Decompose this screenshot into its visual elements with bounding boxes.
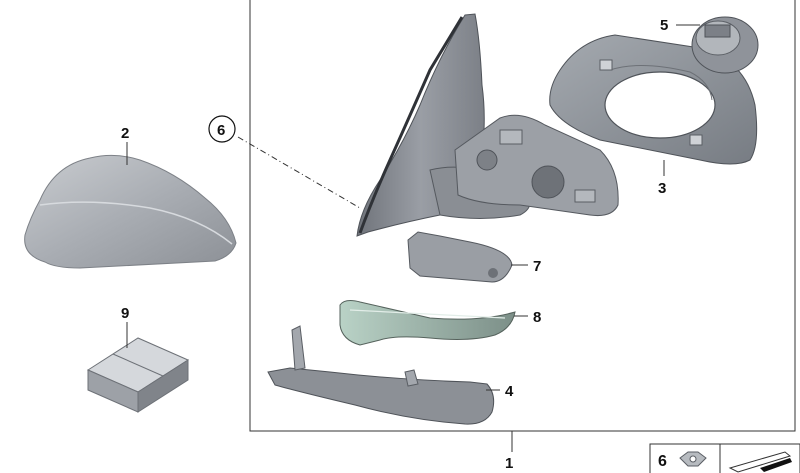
turn-signal-part (339, 300, 516, 346)
small-parts-box (86, 337, 190, 413)
callout-4: 4 (505, 383, 514, 400)
leader-line-6 (237, 136, 361, 209)
cover-part (407, 231, 513, 283)
mirror-bracket-part (454, 114, 619, 216)
callout-7: 7 (533, 258, 541, 275)
mirror-base-part (267, 325, 495, 425)
nut-icon (679, 451, 707, 467)
callout-1: 1 (505, 455, 513, 472)
callout-2: 2 (121, 125, 129, 142)
callout-6-circle (208, 115, 236, 143)
legend-box: 6 (649, 443, 800, 473)
callout-8: 8 (533, 309, 541, 326)
tool-icon (728, 451, 792, 473)
legend-number: 6 (658, 453, 667, 470)
mirror-cap-part (24, 154, 237, 269)
callout-9: 9 (121, 305, 129, 322)
callout-3: 3 (658, 180, 666, 197)
mirror-motor-part (691, 16, 759, 74)
callout-6: 6 (217, 122, 225, 139)
callout-5: 5 (660, 17, 668, 34)
assembly-frame (249, 0, 796, 432)
